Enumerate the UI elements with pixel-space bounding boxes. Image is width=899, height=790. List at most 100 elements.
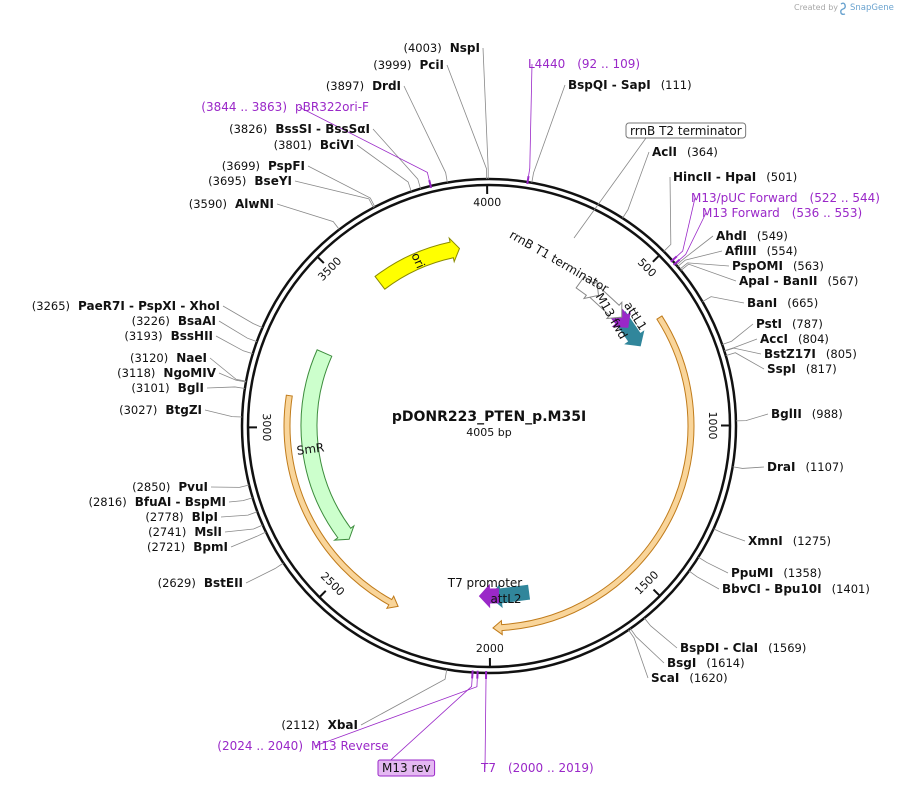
- primer-connector: [676, 197, 696, 257]
- enzyme-site-hincii[interactable]: HincII - HpaI(501): [673, 170, 797, 184]
- enzyme-site-bsshii[interactable]: BssHII(3193): [124, 329, 213, 343]
- enzyme-site-bsteii[interactable]: BstEII(2629): [158, 576, 243, 590]
- enzyme-site-naei[interactable]: NaeI(3120): [130, 351, 207, 365]
- enzyme-connector: [630, 628, 665, 664]
- callout-box: [625, 122, 747, 139]
- enzyme-connector: [724, 347, 762, 355]
- enzyme-site-bglii[interactable]: BglII(988): [771, 407, 843, 421]
- enzyme-site-drai[interactable]: DraI(1107): [767, 460, 844, 474]
- primer-coord: (536 .. 553): [792, 206, 862, 220]
- enzyme-site-bbvci[interactable]: BbvCI - Bpu10I(1401): [722, 582, 870, 596]
- tick-label: 3000: [260, 413, 273, 441]
- primer-m13-rev[interactable]: M13 rev: [377, 759, 436, 777]
- enzyme-site-pspomi[interactable]: PspOMI(563): [732, 259, 824, 273]
- enzyme-connector: [210, 484, 250, 488]
- primer-connector: [679, 212, 707, 260]
- feature-arc-smr[interactable]: [300, 349, 355, 541]
- primer-l4440[interactable]: L4440(92 .. 109): [528, 57, 640, 71]
- enzyme-coord: (2778): [145, 510, 183, 524]
- feature-label-ori: ori: [409, 251, 428, 271]
- feature-arc-ori[interactable]: [374, 236, 461, 290]
- small-feature-rrnb-t2-terminator[interactable]: [574, 273, 605, 304]
- primer-name: T7: [480, 761, 496, 775]
- enzyme-site-apai[interactable]: ApaI - BanII(567): [739, 274, 858, 288]
- enzyme-site-xmni[interactable]: XmnI(1275): [748, 534, 831, 548]
- credit-brand[interactable]: SnapGene: [850, 3, 894, 13]
- primer-site-mark: [428, 179, 433, 189]
- enzyme-connector: [245, 562, 284, 584]
- feature-arc-pten[interactable]: [492, 315, 695, 636]
- enzyme-connector: [482, 47, 489, 180]
- primer-name: pBR322ori-F: [295, 100, 369, 114]
- enzyme-site-nspi[interactable]: NspI(4003): [404, 41, 481, 55]
- feature-label-smr: SmR: [296, 440, 325, 458]
- enzyme-connector: [644, 617, 678, 649]
- primer-site-mark: [672, 258, 681, 266]
- primer-m13-puc-forward[interactable]: M13/pUC Forward(522 .. 544): [691, 191, 880, 205]
- enzyme-site-bsssi[interactable]: BssSI - BssSαI(3826): [229, 122, 370, 136]
- small-feature-t7-promoter[interactable]: [478, 583, 500, 609]
- enzyme-site-pcii[interactable]: PciI(3999): [373, 58, 444, 72]
- enzyme-site-bspdi[interactable]: BspDI - ClaI(1569): [680, 641, 806, 655]
- enzyme-site-ppumi[interactable]: PpuMI(1358): [731, 566, 822, 580]
- primer-name: M13 rev: [382, 761, 431, 775]
- enzyme-site-acci[interactable]: AccI(804): [760, 332, 829, 346]
- small-feature-m13-fwd[interactable]: [608, 307, 636, 334]
- enzyme-site-pspfi[interactable]: PspFI(3699): [222, 159, 305, 173]
- enzyme-site-blpi[interactable]: BlpI(2778): [145, 510, 218, 524]
- enzyme-site-bgli[interactable]: BglI(3101): [131, 381, 204, 395]
- enzyme-coord: (3027): [119, 403, 157, 417]
- enzyme-site-bseyi[interactable]: BseYI(3695): [208, 174, 292, 188]
- enzyme-site-bsaai[interactable]: BsaAI(3226): [132, 314, 216, 328]
- enzyme-site-bpmi[interactable]: BpmI(2721): [147, 540, 228, 554]
- enzyme-site-afliii[interactable]: AflIII(554): [725, 244, 798, 258]
- enzyme-name: MslI: [194, 525, 222, 539]
- enzyme-site-drdi[interactable]: DrdI(3897): [326, 79, 401, 93]
- enzyme-site-ahdi[interactable]: AhdI(549): [716, 229, 788, 243]
- enzyme-site-bcivi[interactable]: BciVI(3801): [274, 138, 354, 152]
- enzyme-site-bsgi[interactable]: BsgI(1614): [667, 656, 745, 670]
- enzyme-coord: (364): [687, 145, 718, 159]
- enzyme-coord: (3801): [274, 138, 312, 152]
- primer-t7[interactable]: T7(2000 .. 2019): [480, 761, 594, 775]
- primer-pbr322ori-f[interactable]: (3844 .. 3863)pBR322ori-F: [201, 100, 369, 114]
- enzyme-site-paer7i[interactable]: PaeR7I - PspXI - XhoI(3265): [32, 299, 220, 313]
- enzyme-coord: (3699): [222, 159, 260, 173]
- enzyme-site-msli[interactable]: MslI(2741): [148, 525, 222, 539]
- enzyme-connector: [307, 165, 376, 208]
- enzyme-coord: (3999): [373, 58, 411, 72]
- primer-name: L4440: [528, 57, 565, 71]
- enzyme-site-scai[interactable]: ScaI(1620): [651, 671, 728, 685]
- enzyme-site-bfuai[interactable]: BfuAI - BspMI(2816): [88, 495, 226, 509]
- enzyme-site-sspi[interactable]: SspI(817): [767, 362, 837, 376]
- enzyme-name: BbvCI - Bpu10I: [722, 582, 822, 596]
- callout-text: rrnB T2 terminator: [630, 124, 742, 138]
- primer-m13-forward[interactable]: M13 Forward(536 .. 553): [702, 206, 862, 220]
- enzyme-site-acli[interactable]: AclI(364): [652, 145, 718, 159]
- enzyme-site-bstz17i[interactable]: BstZ17I(805): [764, 347, 857, 361]
- enzyme-connector: [228, 497, 253, 503]
- enzyme-name: BsaAI: [178, 314, 216, 328]
- enzyme-site-psti[interactable]: PstI(787): [756, 317, 823, 331]
- enzyme-site-bani[interactable]: BanI(665): [747, 296, 818, 310]
- enzyme-connector: [446, 64, 488, 180]
- enzyme-name: PvuI: [178, 480, 208, 494]
- primer-m13-reverse[interactable]: (2024 .. 2040)M13 Reverse: [217, 739, 388, 753]
- enzyme-coord: (2629): [158, 576, 196, 590]
- enzyme-connector: [206, 386, 245, 389]
- enzyme-connector: [735, 413, 769, 422]
- enzyme-name: BspQI - SapI: [568, 78, 651, 92]
- enzyme-site-ngomiv[interactable]: NgoMIV(3118): [117, 366, 217, 380]
- enzyme-name: BpmI: [193, 540, 228, 554]
- enzyme-site-btgzi[interactable]: BtgZI(3027): [119, 403, 202, 417]
- feature-arc-pten_b[interactable]: [283, 394, 399, 610]
- enzyme-connector: [209, 357, 247, 382]
- enzyme-site-xbai[interactable]: XbaI(2112): [281, 718, 358, 732]
- enzyme-site-pvui[interactable]: PvuI(2850): [132, 480, 208, 494]
- enzyme-site-bspqi[interactable]: BspQI - SapI(111): [568, 78, 692, 92]
- enzyme-site-alwni[interactable]: AlwNI(3590): [189, 197, 274, 211]
- plasmid-name: pDONR223_PTEN_p.M35I: [392, 409, 586, 425]
- callout-rrnb-t2-terminator[interactable]: rrnB T2 terminator: [625, 122, 747, 139]
- enzyme-connector: [677, 250, 723, 267]
